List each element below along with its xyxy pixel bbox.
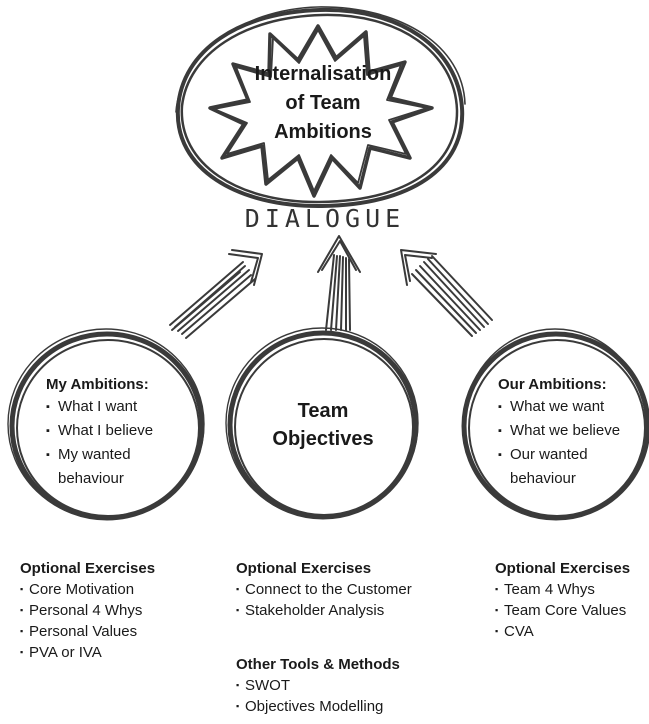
burst-title-line-3: Ambitions (274, 121, 372, 143)
list-item: Stakeholder Analysis (236, 600, 456, 621)
list-item: behaviour (58, 470, 124, 487)
list-item: What I believe (46, 419, 196, 443)
arrow-left (169, 249, 263, 339)
our-ambitions-heading: Our Ambitions: (498, 376, 607, 393)
tools-center-heading: Other Tools & Methods (236, 656, 400, 673)
list-item: Our wanted (498, 443, 648, 467)
team-objectives-line-2: Objectives (272, 428, 374, 450)
list-item: What we believe (498, 419, 648, 443)
exercises-center-heading: Optional Exercises (236, 560, 372, 577)
burst-title: Internalisation of Team Ambitions (238, 60, 408, 147)
exercises-right-list: Team 4 Whys Team Core Values CVA (495, 579, 649, 642)
list-item: behaviour (510, 470, 576, 487)
my-ambitions-heading: My Ambitions: (46, 376, 149, 393)
list-item: Personal Values (20, 621, 210, 642)
exercises-right-heading: Optional Exercises (495, 560, 631, 577)
tools-center: Other Tools & Methods SWOT Objectives Mo… (236, 655, 456, 717)
exercises-left: Optional Exercises Core Motivation Perso… (20, 559, 210, 663)
arrow-center (317, 235, 361, 331)
exercises-left-heading: Optional Exercises (20, 560, 156, 577)
dialogue-label: DIALOGUE (244, 204, 406, 233)
my-ambitions-list: What I want What I believe My wanted beh… (46, 395, 196, 491)
center-circle-outline (225, 327, 419, 520)
list-item: What I want (46, 395, 196, 419)
left-circle-outline (7, 328, 205, 521)
team-objectives-title: Team Objectives (250, 397, 396, 453)
burst-title-line-2: of Team (285, 92, 361, 114)
ambition-burst-outline (175, 6, 466, 209)
arrow-right (400, 249, 493, 337)
list-item: Team Core Values (495, 600, 649, 621)
list-item: What we want (498, 395, 648, 419)
our-ambitions-list: What we want What we believe Our wanted … (498, 395, 648, 491)
list-item: My wanted (46, 443, 196, 467)
list-item: Connect to the Customer (236, 579, 456, 600)
team-objectives-line-1: Team (297, 400, 349, 422)
my-ambitions: My Ambitions: What I want What I believe… (46, 375, 196, 491)
our-ambitions: Our Ambitions: What we want What we beli… (498, 375, 648, 491)
exercises-center: Optional Exercises Connect to the Custom… (236, 559, 456, 621)
exercises-right: Optional Exercises Team 4 Whys Team Core… (495, 559, 649, 642)
list-item: Personal 4 Whys (20, 600, 210, 621)
burst-title-line-1: Internalisation (254, 63, 392, 85)
list-item: SWOT (236, 675, 456, 696)
list-item: PVA or IVA (20, 642, 210, 663)
list-item: Core Motivation (20, 579, 210, 600)
tools-center-list: SWOT Objectives Modelling (236, 675, 456, 717)
exercises-left-list: Core Motivation Personal 4 Whys Personal… (20, 579, 210, 663)
list-item: Objectives Modelling (236, 696, 456, 717)
list-item: CVA (495, 621, 649, 642)
list-item: Team 4 Whys (495, 579, 649, 600)
exercises-center-list: Connect to the Customer Stakeholder Anal… (236, 579, 456, 621)
